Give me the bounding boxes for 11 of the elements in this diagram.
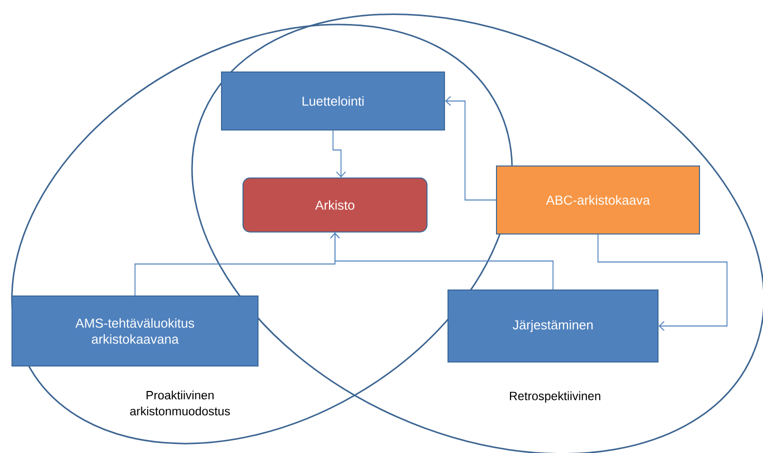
process-box: AMS-tehtäväluokitus arkistokaavana bbox=[12, 296, 258, 366]
rounded-box: Arkisto bbox=[242, 178, 428, 232]
process-box: ABC-arkistokaava bbox=[496, 166, 700, 234]
arrow bbox=[445, 96, 496, 200]
arrow bbox=[330, 232, 554, 290]
arrow bbox=[598, 234, 728, 331]
process-box: Luettelointi bbox=[221, 72, 445, 130]
region-label: Proaktiivinen arkistonmuodostus bbox=[130, 390, 230, 416]
process-box: Järjestäminen bbox=[448, 290, 658, 362]
arrow bbox=[332, 130, 346, 178]
region-label: Retrospektiivinen bbox=[510, 391, 600, 403]
